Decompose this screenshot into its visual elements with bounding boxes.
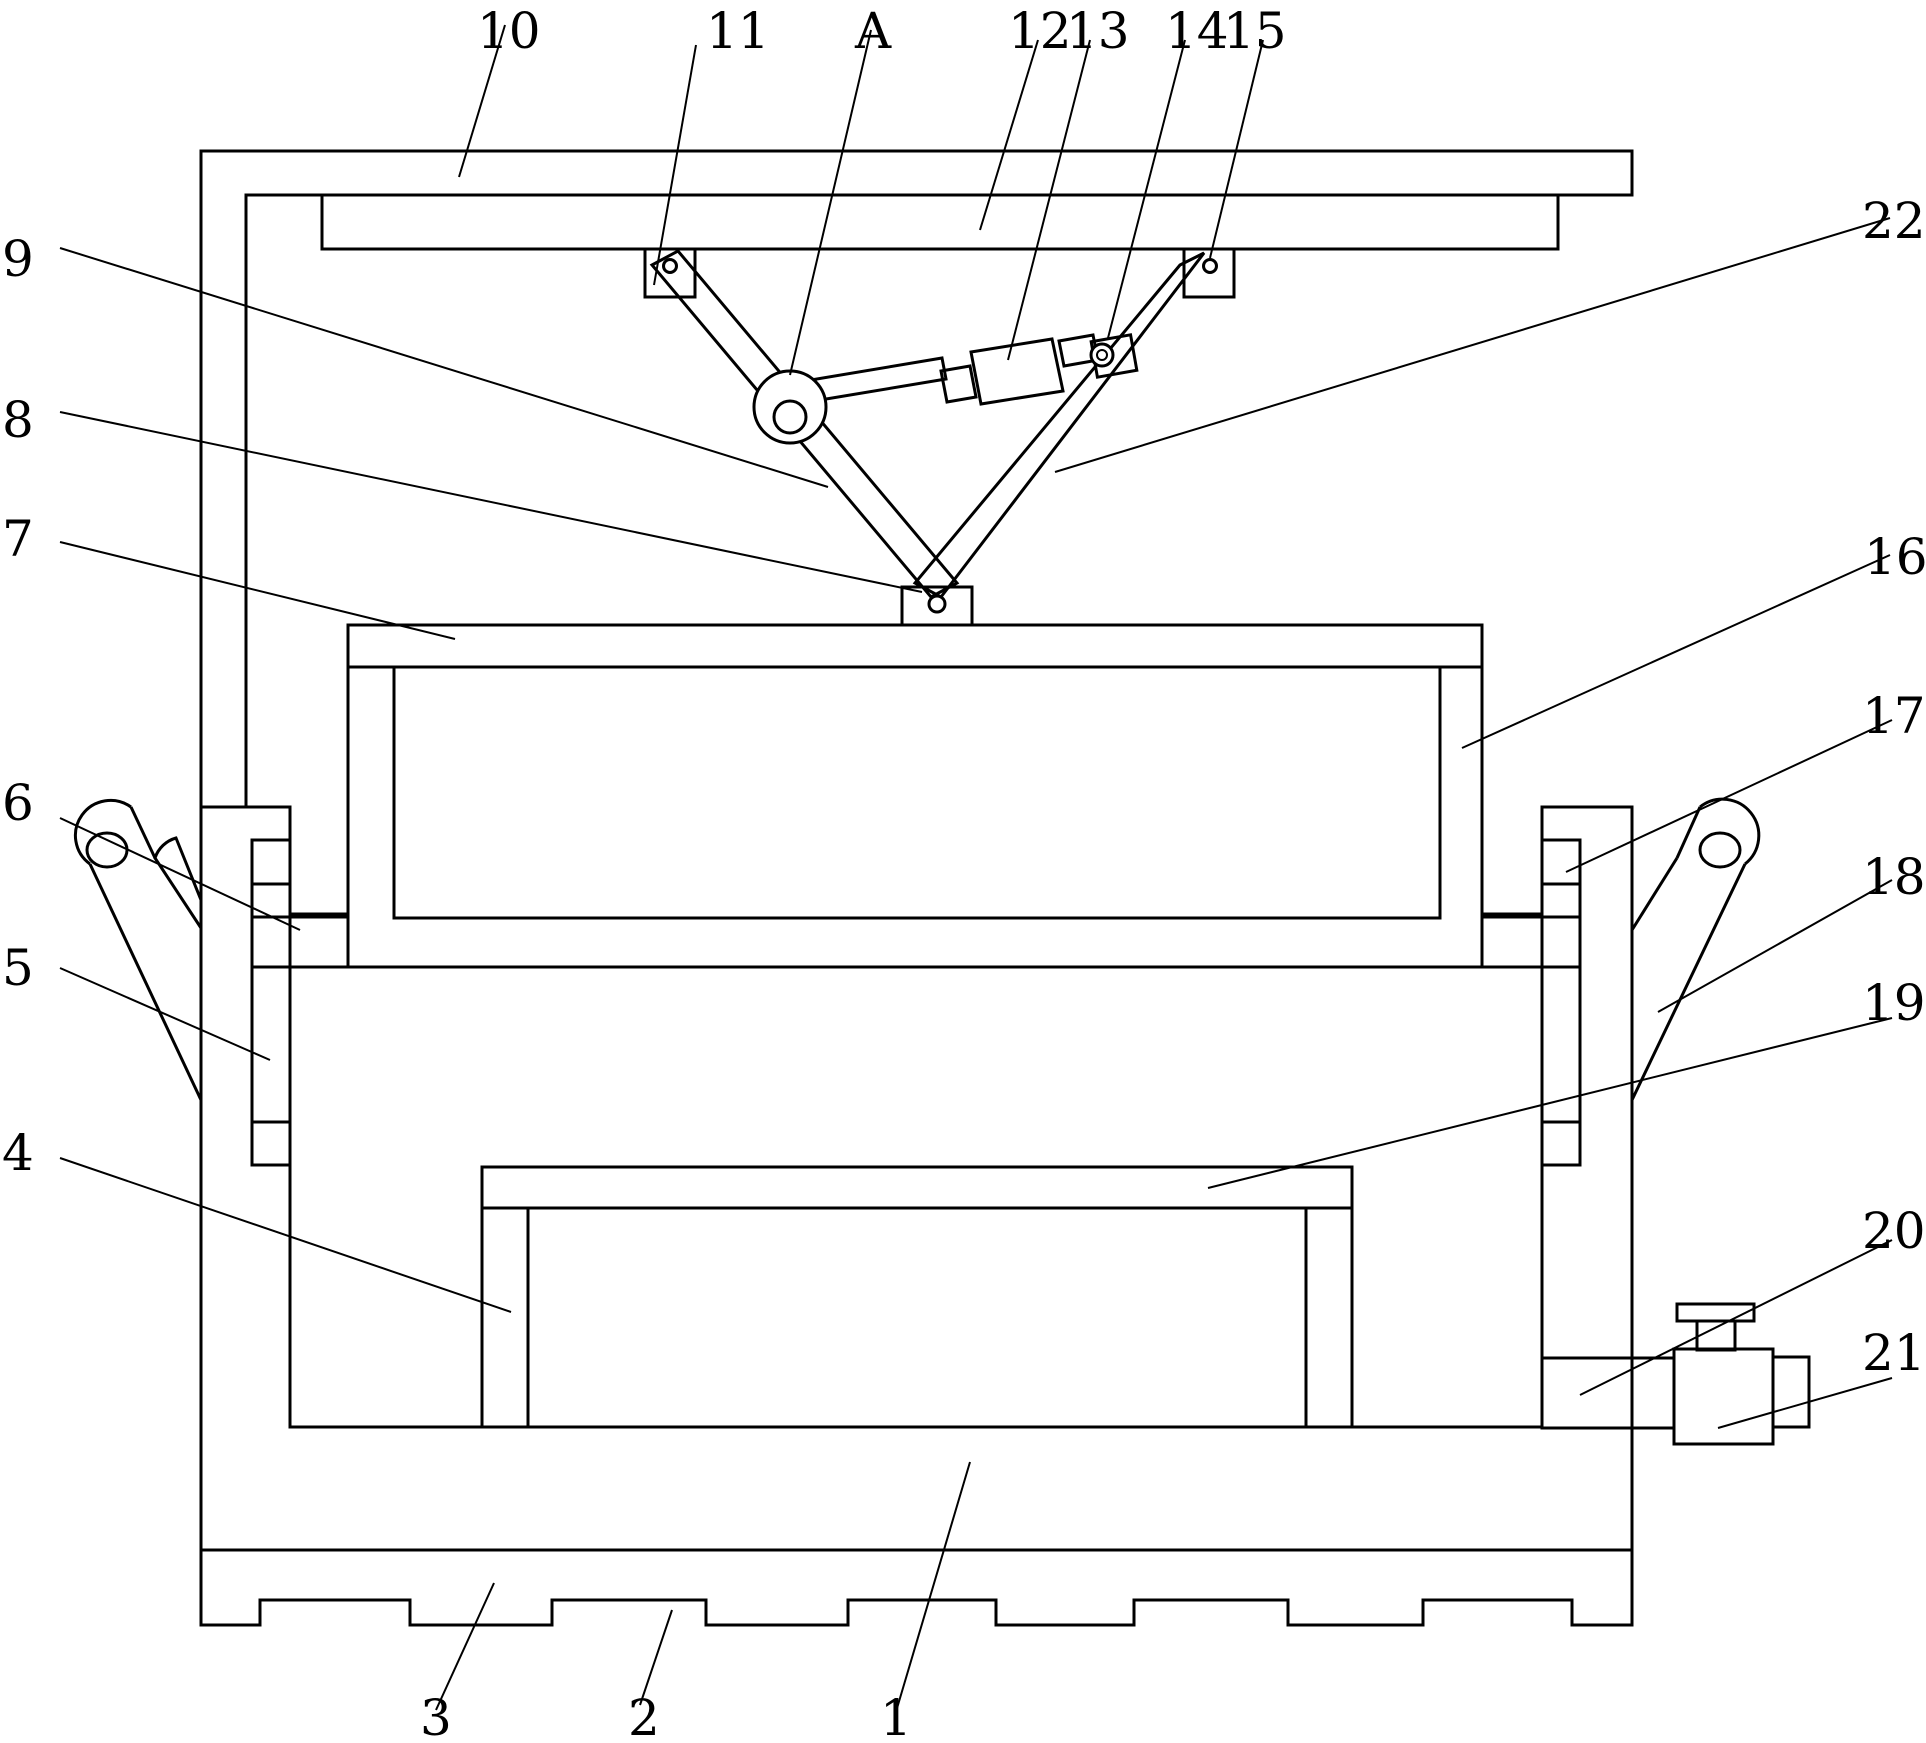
label-8: 8 (2, 391, 34, 449)
label-4: 4 (2, 1124, 34, 1182)
label-7: 7 (2, 510, 34, 568)
label-12: 12 (1008, 2, 1072, 60)
right-slide-top-block (1540, 838, 1582, 886)
lid-top-hatch (346, 623, 1484, 669)
drain-pipe (1540, 1356, 1676, 1430)
hinge-bracket-left (643, 247, 697, 299)
leader-lines (59, 24, 1893, 1716)
base-plate (199, 1548, 1634, 1627)
cylinder-neck (939, 364, 978, 404)
right-slide-bottom-block (1540, 1120, 1582, 1167)
label-20: 20 (1862, 1202, 1926, 1260)
joint-a-inner (772, 399, 808, 435)
label-16: 16 (1864, 528, 1926, 586)
label-19: 19 (1862, 974, 1926, 1032)
lid-pin (927, 594, 947, 614)
tray-leg-right (1304, 1206, 1354, 1429)
top-plate (320, 193, 1560, 251)
valve-handwheel (1675, 1302, 1756, 1323)
right-slide-guide (1540, 838, 1582, 1167)
left-handle (153, 836, 203, 929)
left-slide-bar (250, 915, 350, 969)
label-17: 17 (1862, 687, 1926, 745)
valve-flange (1771, 1355, 1811, 1429)
label-21: 21 (1862, 1324, 1926, 1382)
left-handle-hole (85, 831, 129, 869)
inner-chamber (288, 965, 1544, 1429)
lid-inner-cavity (392, 665, 1442, 920)
left-slide-guide (250, 838, 292, 1167)
left-slide-bottom-block (250, 1120, 292, 1167)
cylinder-body (969, 337, 1065, 406)
label-6: 6 (2, 774, 34, 832)
label-14: 14 (1165, 2, 1229, 60)
right-rod (912, 251, 1206, 599)
valve-stem (1695, 1319, 1737, 1352)
label-18: 18 (1862, 848, 1926, 906)
label-a: A (854, 2, 892, 60)
right-slide-bar (1480, 915, 1582, 969)
clevis-pin (1089, 342, 1115, 368)
hinge-pin-right (1202, 258, 1218, 274)
label-13: 13 (1066, 2, 1130, 60)
right-handle (1630, 857, 1679, 931)
valve-body (1672, 1347, 1775, 1446)
label-5: 5 (2, 939, 34, 997)
tray-leg-left (480, 1206, 530, 1429)
label-15: 15 (1223, 2, 1287, 60)
label-10: 10 (477, 2, 541, 60)
left-slide-top-block (250, 838, 292, 886)
label-11: 11 (706, 2, 770, 60)
tray-board (480, 1165, 1354, 1210)
label-9: 9 (2, 230, 34, 288)
hinge-pin-left (662, 258, 678, 274)
clevis-pin-inner (1096, 349, 1108, 361)
label-22: 22 (1862, 192, 1926, 250)
lid-frame (346, 623, 1484, 969)
label-2: 2 (628, 1689, 660, 1743)
label-1: 1 (880, 1689, 912, 1743)
hinge-bracket-right (1182, 247, 1236, 299)
left-rod (649, 249, 960, 599)
right-handle-hole (1698, 831, 1742, 869)
label-3: 3 (420, 1689, 452, 1743)
